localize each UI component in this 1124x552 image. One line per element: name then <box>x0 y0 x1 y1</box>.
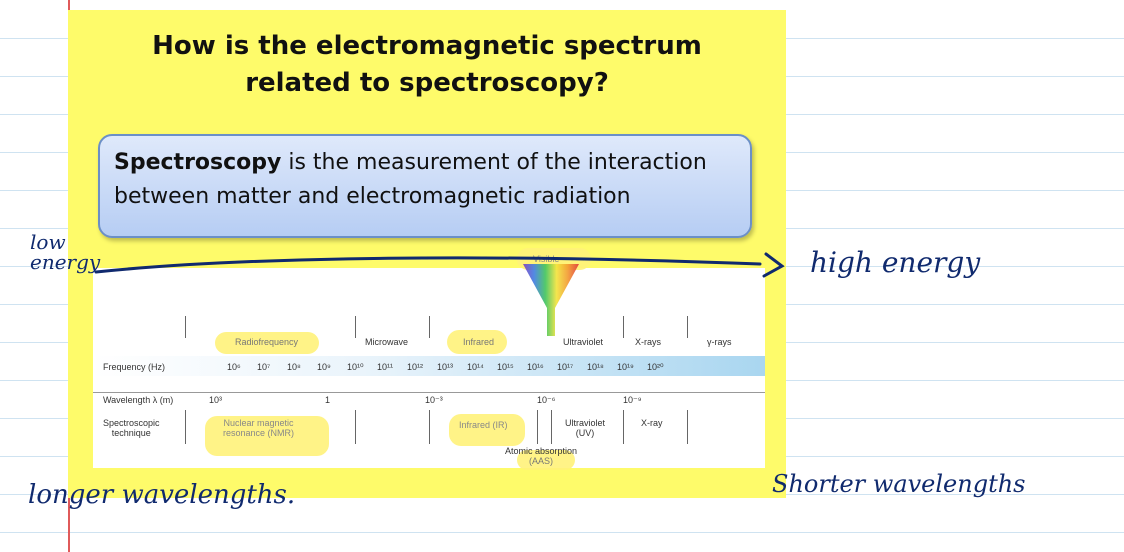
highlight-radiofrequency <box>215 332 319 354</box>
technique-label: Spectroscopic technique <box>103 418 160 438</box>
highlight-aas <box>517 450 575 470</box>
highlight-infrared <box>447 330 507 354</box>
region-radiofrequency: Radiofrequency <box>235 337 299 347</box>
region-infrared: Infrared <box>463 337 495 347</box>
freq-tick: 10²⁰ <box>647 362 664 372</box>
title-line-2: related to spectroscopy? <box>245 68 609 98</box>
definition-box: Spectroscopy is the measurement of the i… <box>98 134 752 238</box>
technique-ir: Infrared (IR) <box>459 420 508 430</box>
slide: How is the electromagnetic spectrum rela… <box>68 10 786 498</box>
technique-divider <box>687 410 688 444</box>
technique-divider <box>623 410 624 444</box>
nmr-line-1: Nuclear magnetic <box>223 418 294 428</box>
freq-tick: 10¹¹ <box>377 362 394 372</box>
region-divider <box>355 316 356 338</box>
freq-tick: 10¹⁹ <box>617 362 634 372</box>
definition-term: Spectroscopy <box>114 150 282 175</box>
region-divider <box>687 316 688 338</box>
freq-tick: 10⁷ <box>257 362 271 372</box>
freq-tick: 10¹⁰ <box>347 362 364 372</box>
nmr-line-2: resonance (NMR) <box>223 428 295 438</box>
freq-tick: 10¹² <box>407 362 424 372</box>
definition-text: is the measurement of the interaction be… <box>114 150 707 209</box>
wavelength-rule <box>93 392 765 393</box>
region-microwave: Microwave <box>365 337 409 347</box>
wavelength-tick: 10⁻⁹ <box>623 395 642 405</box>
wavelength-tick: 10⁻⁶ <box>537 395 556 405</box>
technique-aas: Atomic absorption (AAS) <box>505 446 577 466</box>
frequency-label: Frequency (Hz) <box>103 362 166 372</box>
ink-high-energy: high energy <box>810 246 981 279</box>
aas-line-1: Atomic absorption <box>505 446 578 456</box>
region-divider <box>185 316 186 338</box>
uv-line-2: (UV) <box>575 428 595 438</box>
technique-divider <box>551 410 552 444</box>
region-xrays: X-rays <box>635 337 662 347</box>
highlight-ir <box>449 414 525 446</box>
technique-divider <box>537 410 538 444</box>
wavelength-label: Wavelength λ (m) <box>103 395 174 405</box>
ink-shorter-wavelengths: Shorter wavelengths <box>772 470 1026 498</box>
region-ultraviolet: Ultraviolet <box>563 337 604 347</box>
region-gamma-rays: γ-rays <box>707 337 732 347</box>
aas-line-2: (AAS) <box>529 456 554 466</box>
region-divider <box>429 316 430 338</box>
freq-tick: 10¹⁴ <box>467 362 484 372</box>
freq-tick: 10¹³ <box>437 362 454 372</box>
technique-label-line-1: Spectroscopic <box>103 418 160 428</box>
technique-divider <box>355 410 356 444</box>
technique-label-line-2: technique <box>111 428 151 438</box>
technique-uv: Ultraviolet (UV) <box>565 418 605 438</box>
slide-title: How is the electromagnetic spectrum rela… <box>68 28 786 102</box>
visible-funnel <box>523 264 579 336</box>
freq-tick: 10¹⁷ <box>557 362 574 372</box>
region-divider <box>623 316 624 338</box>
wavelength-tick: 10⁻³ <box>425 395 443 405</box>
highlight-nmr <box>205 416 329 456</box>
freq-tick: 10¹⁵ <box>497 362 514 372</box>
freq-tick: 10⁸ <box>287 362 301 372</box>
technique-divider <box>185 410 186 444</box>
uv-line-1: Ultraviolet <box>565 418 606 428</box>
ink-low: low <box>30 230 66 254</box>
ink-low-energy: low energy <box>30 232 100 272</box>
freq-tick: 10⁶ <box>227 362 241 372</box>
rule-line <box>0 532 1124 533</box>
wavelength-tick: 1 <box>325 395 331 405</box>
freq-tick: 10⁹ <box>317 362 331 372</box>
freq-tick: 10¹⁶ <box>527 362 544 372</box>
title-line-1: How is the electromagnetic spectrum <box>152 31 702 61</box>
technique-xray: X-ray <box>641 418 663 428</box>
frequency-band <box>93 356 765 376</box>
ink-energy: energy <box>30 250 101 274</box>
wavelength-tick: 10³ <box>209 395 223 405</box>
technique-divider <box>429 410 430 444</box>
ink-longer-wavelengths: longer wavelengths. <box>28 480 296 510</box>
technique-nmr: Nuclear magnetic resonance (NMR) <box>223 418 294 438</box>
em-spectrum-diagram: Visible Radiofrequency Microwave Infrare… <box>93 248 765 470</box>
freq-tick: 10¹⁸ <box>587 362 604 372</box>
